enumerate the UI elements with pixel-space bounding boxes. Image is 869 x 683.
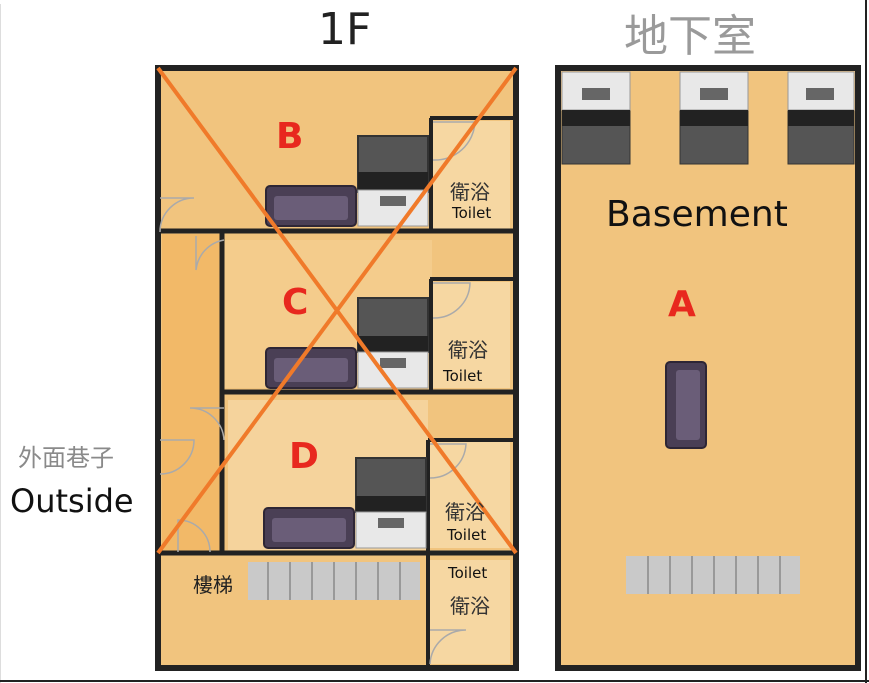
door-d — [189, 407, 225, 441]
bath-lower-en: Toilet — [448, 564, 488, 582]
outside-label-en: Outside — [10, 482, 134, 520]
room-d-label: D — [289, 436, 319, 477]
basement-bed-2 — [679, 71, 749, 165]
bathroom-b — [433, 121, 510, 229]
bath-d-en: Toilet — [447, 526, 487, 544]
sofa-b — [265, 185, 357, 227]
bathroom-d — [430, 442, 510, 548]
first-floor-outer-wall — [155, 65, 519, 671]
bath-c-zh: 衛浴 — [448, 338, 488, 362]
door-outside — [159, 439, 195, 475]
door-bath-c — [432, 282, 471, 319]
bath-c-en: Toilet — [443, 367, 483, 385]
door-bath-d — [429, 443, 467, 479]
first-floor-title: 1F — [318, 4, 372, 55]
cross-line-2 — [156, 66, 518, 555]
bed-d — [355, 457, 427, 549]
door-bath-lower — [429, 629, 467, 665]
bathroom-lower — [430, 560, 510, 664]
door-b — [159, 197, 195, 233]
bed-c — [357, 297, 429, 389]
sofa-c — [265, 347, 357, 389]
bath-b-zh: 衛浴 — [450, 180, 490, 204]
bath-d-zh: 衛浴 — [445, 500, 485, 524]
basement-title: 地下室 — [624, 11, 756, 62]
basement-label-en: Basement — [606, 194, 788, 235]
basement-sofa — [665, 361, 707, 449]
stairs-1f — [248, 562, 420, 600]
bed-b — [357, 135, 429, 227]
bath-lower-zh: 衛浴 — [450, 594, 490, 618]
first-floor-plan — [155, 65, 519, 671]
basement-bed-1 — [561, 71, 631, 165]
sofa-d — [263, 507, 355, 549]
room-c-label: C — [282, 282, 309, 323]
outside-label-zh: 外面巷子 — [18, 444, 114, 472]
door-swings — [159, 121, 476, 665]
door-c — [195, 236, 225, 271]
basement-plan — [555, 65, 861, 671]
bathroom-c — [433, 282, 510, 388]
stairs-basement — [626, 556, 800, 594]
room-a-label: A — [668, 284, 696, 325]
door-stairs — [177, 519, 211, 553]
room-b-label: B — [276, 116, 304, 157]
stairs-label: 樓梯 — [193, 573, 233, 597]
basement-bed-3 — [787, 71, 855, 165]
corridor — [162, 234, 222, 552]
bath-b-en: Toilet — [452, 204, 492, 222]
